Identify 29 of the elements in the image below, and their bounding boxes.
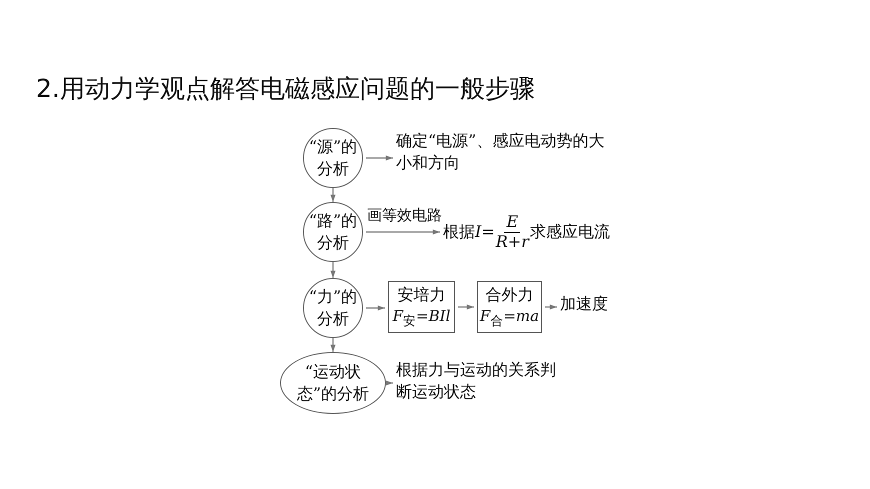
circle-node: “路”的分析 xyxy=(303,202,363,262)
fraction-numerator: E xyxy=(504,213,520,232)
arrow xyxy=(366,155,393,161)
box-title: 合外力 xyxy=(486,284,534,306)
formula: I= xyxy=(475,220,495,243)
circle-node: “力”的分析 xyxy=(303,278,363,338)
note-text: 根据力与运动的关系判断运动状态 xyxy=(396,359,556,407)
formula: F$_{安}$=BIl xyxy=(392,306,450,330)
process-box xyxy=(477,281,542,333)
arrow xyxy=(458,304,474,310)
fraction-denominator: R+r xyxy=(496,232,529,251)
title: 2.用动力学观点解答电磁感应问题的一般步骤 xyxy=(36,73,535,105)
arrow xyxy=(330,262,336,278)
arrow xyxy=(386,380,393,386)
circle-node: “源”的分析 xyxy=(303,128,363,188)
arrow xyxy=(366,305,385,311)
note-text: 确定“电源”、感应电动势的大小和方向 xyxy=(396,130,611,178)
arrow xyxy=(330,188,336,202)
note-text: 加速度 xyxy=(560,293,615,317)
text: 求感应电流 xyxy=(530,220,610,241)
edge-label: 画等效电路 xyxy=(367,205,442,226)
text: 根据 xyxy=(443,220,475,243)
arrow xyxy=(366,229,440,235)
box-title: 安培力 xyxy=(398,284,446,306)
ellipse-node: “运动状态”的分析 xyxy=(280,352,386,414)
arrow xyxy=(545,304,557,310)
arrow xyxy=(330,338,336,352)
process-box xyxy=(388,281,455,333)
formula: F$_{合}$=ma xyxy=(480,306,540,330)
